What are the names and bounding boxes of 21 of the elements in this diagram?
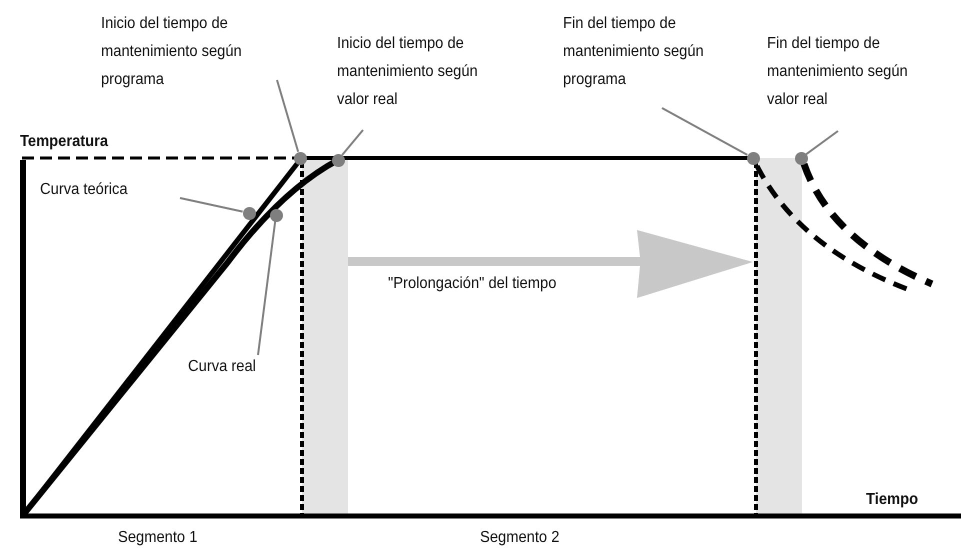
point-marker	[746, 152, 760, 164]
leader-line	[341, 129, 364, 156]
annotation-text: "Prolongación" del tiempo	[388, 274, 556, 294]
axis-label: Tiempo	[866, 490, 918, 510]
segment-label: Segmento 2	[480, 528, 560, 548]
leader-line	[257, 221, 276, 356]
callout-text: Fin del tiempo de mantenimiento según valor real	[767, 30, 919, 114]
leader-line	[662, 107, 748, 156]
point-marker	[242, 206, 256, 220]
callout-text: Inicio del tiempo de mantenimiento según programa	[101, 10, 276, 94]
callout-text: Fin del tiempo de mantenimiento según programa	[563, 10, 734, 94]
callout-text: Curva teórica	[40, 176, 169, 204]
axis-label: Temperatura	[20, 132, 108, 152]
leader-line	[180, 197, 243, 213]
point-marker	[794, 152, 808, 164]
callout-text: Inicio del tiempo de mantenimiento según valor real	[337, 30, 489, 114]
point-marker	[294, 152, 306, 164]
segment-label: Segmento 1	[118, 528, 198, 548]
leader-line	[276, 80, 300, 152]
callout-text: Curva real	[188, 353, 280, 381]
leader-line	[806, 130, 839, 155]
